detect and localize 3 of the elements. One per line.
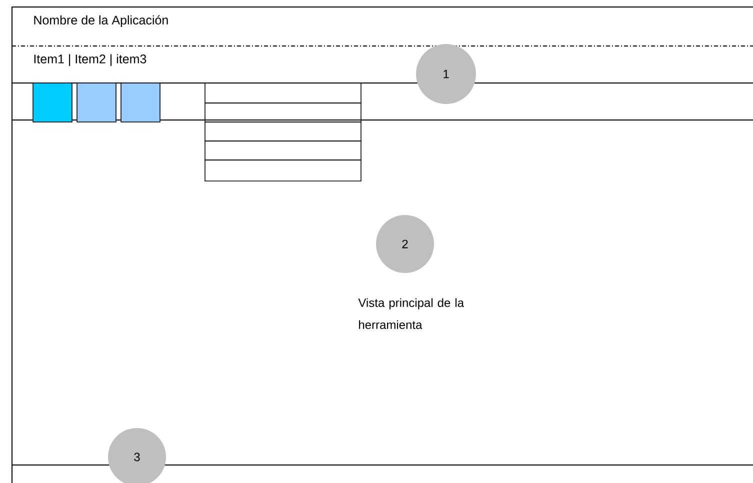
label-text: Vista principal de la herramienta [358, 298, 464, 329]
label-text: Nombre de la Aplicación [34, 15, 168, 27]
label-text: Item1 | Item2 | item3 [34, 54, 146, 66]
